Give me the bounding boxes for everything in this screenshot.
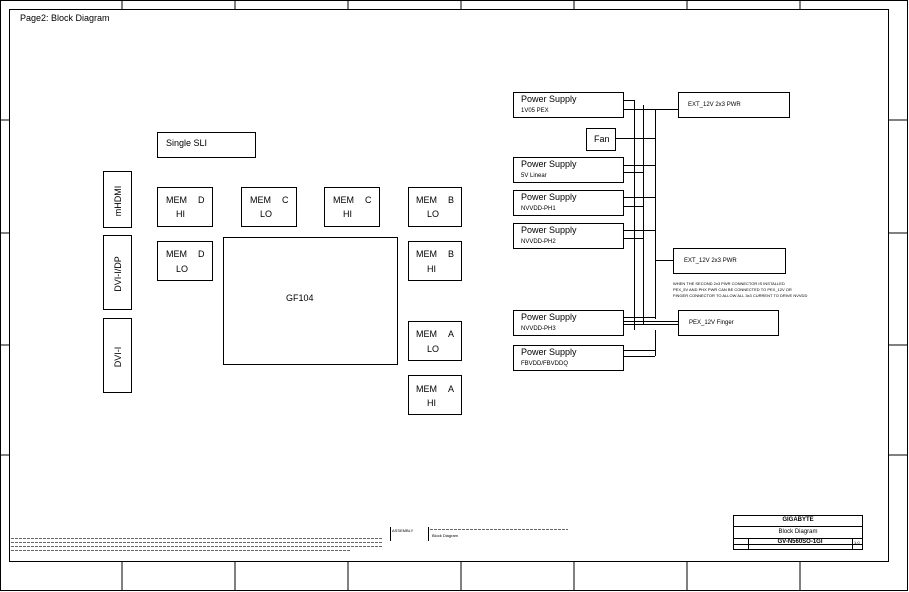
power-supply-rail: NVVDD-PH2	[521, 239, 556, 245]
mem-b-lo: MEM B LO	[408, 187, 462, 227]
mem-label: MEM	[166, 195, 187, 205]
revision: 1.0	[854, 540, 860, 545]
pex-12v-finger-label: PEX_12V Finger	[689, 320, 734, 326]
mem-a-lo: MEM A LO	[408, 321, 462, 361]
power-supply-rail: 1V05 PEX	[521, 108, 549, 114]
page-title: Page2: Block Diagram	[20, 13, 110, 23]
power-supply-title: Power Supply	[521, 225, 577, 235]
mem-half: HI	[176, 209, 185, 219]
company-name: GIGABYTE	[782, 517, 814, 523]
single-sli-label: Single SLI	[166, 138, 208, 148]
dvi-dp-connector: DVI-I/DP	[103, 235, 132, 310]
title-block-grid	[390, 515, 863, 550]
mem-c-lo: MEM C LO	[241, 187, 297, 227]
power-supply-fbvdd: Power Supply FBVDD/FBVDDQ	[513, 345, 624, 371]
mem-channel: D	[198, 249, 205, 259]
power-supply-rail: NVVDD-PH3	[521, 326, 556, 332]
mhdmi-connector: mHDMI	[103, 171, 132, 228]
assembly-label: ASSEMBLY	[392, 528, 414, 533]
mem-channel: B	[448, 249, 455, 259]
power-supply-title: Power Supply	[521, 312, 577, 322]
mem-half: LO	[260, 209, 273, 219]
power-supply-rail: FBVDD/FBVDDQ	[521, 361, 569, 367]
revision-fineprint	[430, 529, 568, 530]
power-note-line-1: WHEN THE SECOND 2x3 PWR CONNECTOR IS INS…	[673, 281, 785, 286]
mem-label: MEM	[333, 195, 354, 205]
mem-half: HI	[427, 264, 436, 274]
power-bus-lines	[616, 100, 678, 357]
ext-12v-pwr-2: EXT_12V 2x3 PWR	[673, 248, 786, 274]
mem-channel: D	[198, 195, 205, 205]
gpu-label: GF104	[286, 293, 314, 303]
single-sli-block: Single SLI	[157, 132, 256, 158]
pex-12v-finger: PEX_12V Finger	[678, 310, 779, 336]
power-supply-nvvdd-ph3: Power Supply NVVDD-PH3	[513, 310, 624, 336]
power-supply-rail: 5V Linear	[521, 173, 547, 179]
mem-channel: A	[448, 384, 455, 394]
dvi-i-connector: DVI-I	[103, 318, 132, 393]
model-number: GV-N560SO-1GI	[777, 539, 823, 545]
mem-label: MEM	[416, 195, 437, 205]
ext-12v-pwr-1: EXT_12V 2x3 PWR	[678, 92, 790, 118]
mem-channel: B	[448, 195, 455, 205]
mem-half: LO	[427, 344, 440, 354]
fan-label: Fan	[594, 134, 610, 144]
mem-label: MEM	[416, 249, 437, 259]
ext-12v-pwr-label: EXT_12V 2x3 PWR	[688, 102, 741, 108]
mem-a-hi: MEM A HI	[408, 375, 462, 415]
mhdmi-label: mHDMI	[113, 185, 123, 217]
gpu-block: GF104	[223, 237, 398, 365]
mem-b-hi: MEM B HI	[408, 241, 462, 281]
power-supply-1v05-pex: Power Supply 1V05 PEX	[513, 92, 624, 118]
mem-c-hi: MEM C HI	[324, 187, 380, 227]
power-supply-title: Power Supply	[521, 94, 577, 104]
mem-label: MEM	[166, 249, 187, 259]
power-supply-nvvdd-ph2: Power Supply NVVDD-PH2	[513, 223, 624, 249]
power-note-line-3: FINGER CONNECTOR TO ALLOW ALL 3x3 CURREN…	[673, 293, 808, 298]
mem-label: MEM	[250, 195, 271, 205]
power-supply-rail: NVVDD-PH1	[521, 206, 556, 212]
mem-half: HI	[427, 398, 436, 408]
dvi-dp-label: DVI-I/DP	[113, 256, 123, 292]
mem-label: MEM	[416, 384, 437, 394]
power-supply-nvvdd-ph1: Power Supply NVVDD-PH1	[513, 190, 624, 216]
sheet-name-small: Block Diagram	[432, 533, 459, 538]
power-supply-title: Power Supply	[521, 347, 577, 357]
inner-border	[9, 9, 889, 562]
power-supply-title: Power Supply	[521, 159, 577, 169]
mem-d-hi: MEM D HI	[157, 187, 213, 227]
mem-label: MEM	[416, 329, 437, 339]
dvi-i-label: DVI-I	[113, 346, 123, 368]
power-supply-title: Power Supply	[521, 192, 577, 202]
power-note-line-2: PEX_5V AND PHX PWR CAN BE CONNECTED TO P…	[673, 287, 792, 292]
disclaimer-fineprint	[11, 538, 383, 551]
mem-channel: C	[282, 195, 289, 205]
mem-half: HI	[343, 209, 352, 219]
mem-half: LO	[427, 209, 440, 219]
mem-half: LO	[176, 264, 189, 274]
mem-channel: C	[365, 195, 372, 205]
power-supply-5v-linear: Power Supply 5V Linear	[513, 157, 624, 183]
fan-block: Fan	[586, 128, 616, 151]
mem-channel: A	[448, 329, 455, 339]
ext-12v-pwr-label: EXT_12V 2x3 PWR	[684, 258, 737, 264]
sheet-title: Block Diagram	[778, 529, 818, 535]
mem-d-lo: MEM D LO	[157, 241, 213, 281]
